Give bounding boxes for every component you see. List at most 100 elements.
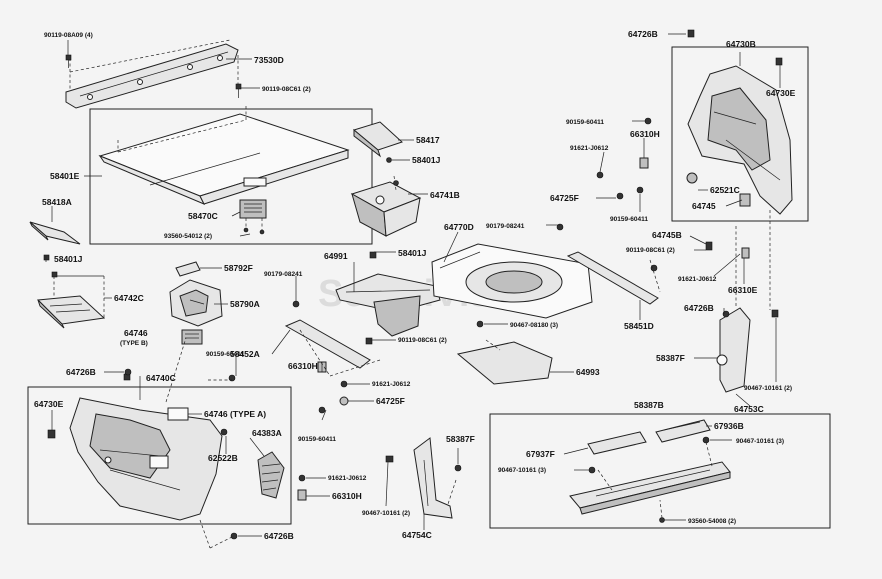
label-93560-54012: 93560-54012 (2) [164, 233, 212, 240]
part-labels: 90119-08A09 (4) 73530D 90119-08C61 (2) 5… [34, 29, 796, 541]
vent-part-64746-type-b [181, 329, 203, 345]
grille-part-64383a [257, 451, 285, 499]
clip-icon [43, 254, 50, 261]
label-90179-08241-b: 90179-08241 [486, 223, 525, 230]
label-64754c: 64754C [402, 530, 432, 540]
label-91621-j0612-c: 91621-J0612 [570, 145, 609, 152]
label-66310h-a: 66310H [288, 361, 318, 371]
block-part-58790a [169, 279, 223, 327]
label-90119-08c61-c: 90119-08C61 (2) [626, 247, 675, 254]
label-58401j-b: 58401J [54, 254, 83, 264]
label-58790a: 58790A [230, 299, 260, 309]
strip-part-58451d [566, 251, 659, 305]
tonneau-cover-part-58401e [98, 106, 350, 205]
label-64726b-b: 64726B [264, 531, 294, 541]
side-trim-part-64740c [69, 397, 223, 521]
scuff-plate-part-58387b [569, 461, 731, 515]
rail-part-73530d [65, 39, 239, 109]
label-64726b-c: 64726B [628, 29, 658, 39]
label-64730b: 64730B [726, 39, 756, 49]
label-90119-08c61-b: 90119-08C61 (2) [398, 337, 447, 344]
cover-part-58417 [352, 121, 403, 158]
label-90467-08180: 90467-08180 (3) [510, 322, 558, 329]
label-66310e: 66310E [728, 285, 758, 295]
label-91621-j0612-b: 91621-J0612 [328, 475, 367, 482]
label-64993: 64993 [576, 367, 600, 377]
label-58401j-a: 58401J [412, 155, 441, 165]
label-90467-10161-b: 90467-10161 (2) [744, 385, 792, 392]
label-90119-08c61-a: 90119-08C61 (2) [262, 86, 311, 93]
panel-part-58418a [29, 221, 81, 245]
bracket-part-58792f [175, 261, 201, 277]
label-90467-10161-c: 90467-10161 (3) [736, 438, 784, 445]
label-93560-54008: 93560-54008 (2) [688, 518, 736, 525]
scuff-plate-part-67937f [587, 431, 647, 455]
label-90119-08a09: 90119-08A09 (4) [44, 32, 93, 39]
label-64725f-a: 64725F [376, 396, 405, 406]
label-58387f-a: 58387F [446, 434, 475, 444]
group-box-left-side-trim [27, 386, 292, 525]
side-trim-part-64730b [687, 65, 793, 215]
handle-part-58470c [239, 199, 267, 235]
label-66310h-b: 66310H [332, 491, 362, 501]
label-64746-type-a: 64746 (TYPE A) [204, 409, 266, 419]
group-box-right-side-trim [671, 46, 809, 222]
label-64726b-d: 64726B [684, 303, 714, 313]
label-64741b: 64741B [430, 190, 460, 200]
label-62522b: 62522B [208, 453, 238, 463]
label-90467-10161-d: 90467-10161 (3) [498, 467, 546, 474]
label-64745b: 64745B [652, 230, 682, 240]
label-64383a: 64383A [252, 428, 282, 438]
clip-icon [386, 157, 392, 163]
label-58418a: 58418A [42, 197, 72, 207]
label-64745: 64745 [692, 201, 716, 211]
label-67937f: 67937F [526, 449, 555, 459]
label-91621-j0612-a: 91621-J0612 [372, 381, 411, 388]
label-64725f-b: 64725F [550, 193, 579, 203]
label-58401j-c: 58401J [398, 248, 427, 258]
label-58792f: 58792F [224, 263, 253, 273]
group-box-tonneau-cover [89, 108, 373, 245]
clip-icon [220, 428, 228, 436]
pillar-trim-part-64754c [413, 437, 453, 519]
label-90159-60411-c: 90159-60411 [566, 119, 604, 126]
connection-lines [165, 210, 771, 549]
tray-part-64993 [456, 341, 553, 385]
label-64991: 64991 [324, 251, 348, 261]
scuff-plate-part-67936b [655, 419, 711, 443]
pillar-trim-part-64753c [719, 307, 751, 393]
label-90179-08241-a: 90179-08241 [264, 271, 303, 278]
label-90159-60411-b: 90159-60411 [298, 436, 336, 443]
label-58470c: 58470C [188, 211, 218, 221]
label-64746-type-b-sub: (TYPE B) [120, 340, 148, 347]
deck-board-part-64770d [431, 243, 593, 319]
label-62521c: 62521C [710, 185, 740, 195]
label-64730e-b: 64730E [766, 88, 796, 98]
label-91621-j0612-d: 91621-J0612 [678, 276, 717, 283]
label-58401e: 58401E [50, 171, 80, 181]
label-64746-type-b: 64746 [124, 328, 148, 338]
label-64770d: 64770D [444, 222, 474, 232]
bolt-icon [65, 54, 242, 98]
bracket-part-64741b [350, 175, 422, 237]
label-58451d: 58451D [624, 321, 654, 331]
group-box-scuff-plate [489, 413, 831, 529]
tray-part-64742c [36, 275, 106, 329]
label-73530d: 73530D [254, 55, 284, 65]
label-90159-60411-d: 90159-60411 [610, 216, 648, 223]
label-58387b: 58387B [634, 400, 664, 410]
leader-lines [45, 33, 781, 537]
label-90159-60411-a: 90159-60411 [206, 351, 244, 358]
strip-part-58452a [284, 319, 371, 369]
label-66310h-c: 66310H [630, 129, 660, 139]
label-58417: 58417 [416, 135, 440, 145]
clip-icon [393, 180, 399, 186]
label-64726b-a: 64726B [66, 367, 96, 377]
label-64742c: 64742C [114, 293, 144, 303]
label-90467-10161-a: 90467-10161 (2) [362, 510, 410, 517]
clip-icon [47, 429, 56, 439]
label-64753c: 64753C [734, 404, 764, 414]
label-67936b: 67936B [714, 421, 744, 431]
clip-icon [51, 271, 58, 278]
